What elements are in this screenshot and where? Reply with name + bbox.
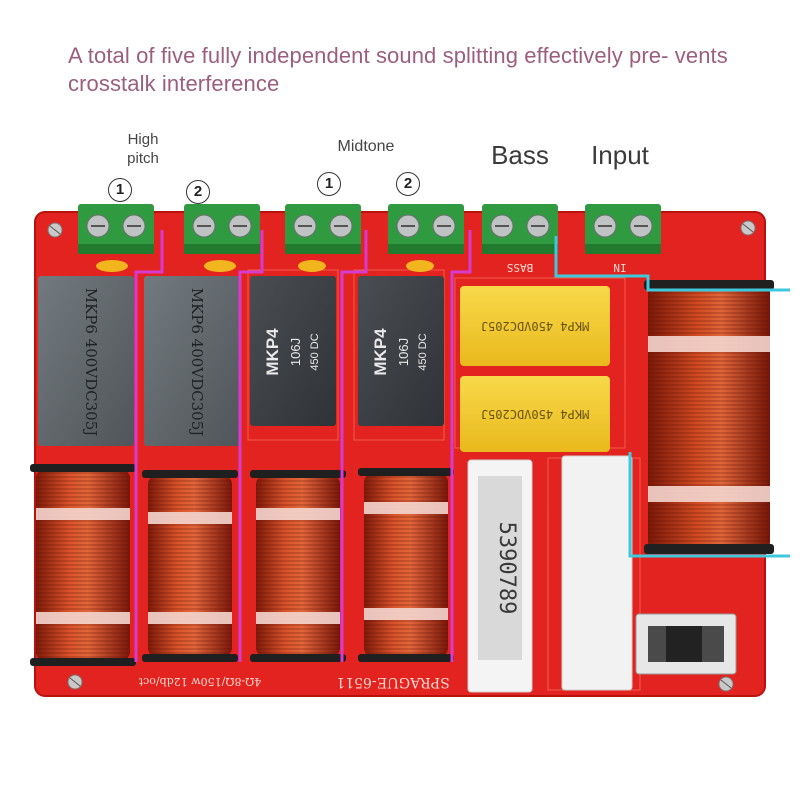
high-pitch-number-1: 1 — [108, 178, 132, 202]
svg-text:MKP6 400VDC305J: MKP6 400VDC305J — [188, 288, 206, 437]
midtone-label: Midtone — [337, 138, 395, 155]
headline-text: A total of five fully independent sound … — [68, 43, 728, 96]
svg-text:MKP4: MKP4 — [263, 328, 282, 376]
input-label: Input — [591, 140, 649, 170]
svg-text:MKP4 450VDC205J: MKP4 450VDC205J — [481, 407, 589, 421]
terminal-blocks — [78, 204, 661, 254]
screw-top-right — [740, 220, 756, 236]
resistor-2 — [561, 455, 633, 691]
svg-text:106J: 106J — [288, 338, 303, 366]
svg-text:450 DC: 450 DC — [309, 333, 321, 370]
capacitor-yellow-2: MKP4 450VDC205J — [460, 376, 610, 452]
svg-text:MKP4 450VDC205J: MKP4 450VDC205J — [481, 319, 589, 333]
capacitor-mkp4-1: MKP4 106J 450 DC — [250, 276, 336, 426]
resistor-1: 5390789 — [467, 459, 533, 693]
svg-text:106J: 106J — [396, 338, 411, 366]
svg-text:5390789: 5390789 — [494, 522, 519, 615]
inductor-2 — [142, 470, 238, 662]
high-pitch-number-2: 2 — [186, 180, 210, 204]
svg-text:MKP4: MKP4 — [371, 328, 390, 376]
screw-bottom-right — [718, 676, 734, 692]
slide-switch — [635, 613, 737, 675]
inductor-large — [644, 280, 774, 554]
capacitor-mkp4-2: MKP4 106J 450 DC — [358, 276, 444, 426]
inductor-3 — [250, 470, 346, 662]
capacitor-mkp6-2: MKP6 400VDC305J — [144, 276, 240, 446]
capacitor-yellow-1: MKP4 450VDC205J — [460, 286, 610, 366]
midtone-number-2: 2 — [396, 172, 420, 196]
screw-bottom-left — [67, 674, 83, 690]
board-spec-text: 4Ω-8Ω/150w 12db/oct — [138, 675, 261, 688]
bass-silk-text: BASS — [507, 261, 534, 274]
svg-text:MKP6 400VDC305J: MKP6 400VDC305J — [82, 288, 100, 437]
screw-top-left — [47, 222, 63, 238]
capacitor-mkp6-1: MKP6 400VDC305J — [38, 276, 134, 446]
board-model-text: SPRAGUE-6511 — [336, 674, 449, 690]
bass-label: Bass — [491, 140, 549, 170]
inductor-4 — [358, 468, 454, 662]
high-pitch-label: High pitch — [127, 131, 159, 167]
cyan-input-lines — [554, 236, 790, 558]
svg-text:450 DC: 450 DC — [417, 333, 429, 370]
magenta-divider-lines — [134, 230, 472, 662]
midtone-number-1: 1 — [317, 172, 341, 196]
inductor-1 — [30, 464, 136, 666]
input-silk-text: IN — [613, 261, 626, 274]
